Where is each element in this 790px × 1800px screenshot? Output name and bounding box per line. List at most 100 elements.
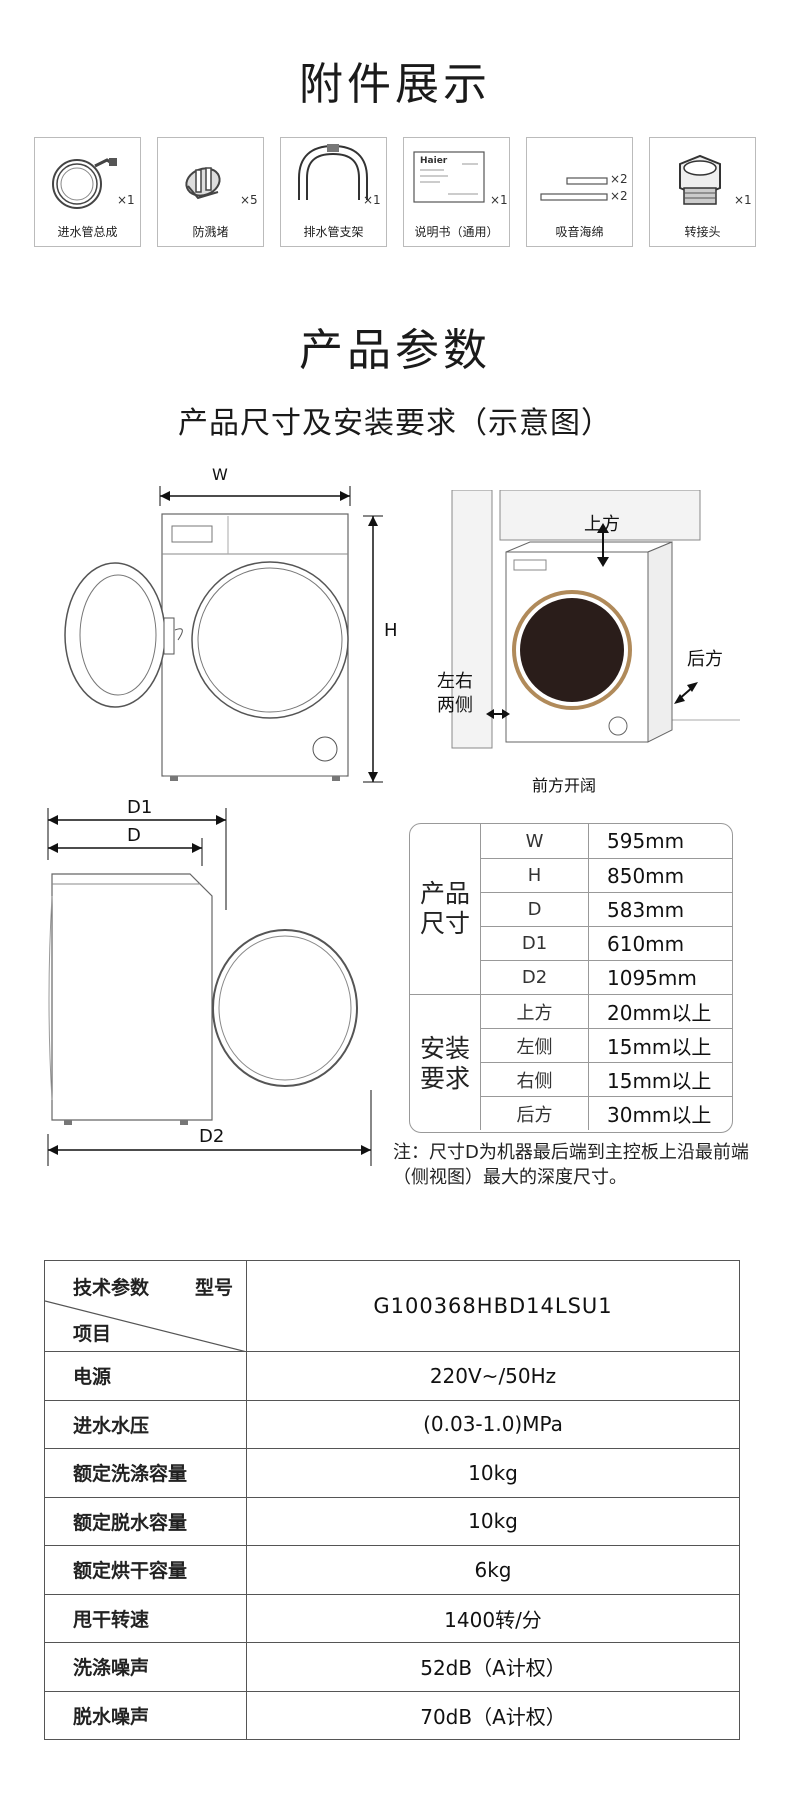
install-key: 上方 [480,995,589,1028]
spec-row: 进水水压 (0.03-1.0)MPa [44,1399,740,1449]
dim-w-label: W [212,465,228,484]
accessory-label: 转接头 [684,225,721,239]
spec-header-item: 项目 [73,1323,112,1345]
install-key: 左侧 [480,1029,589,1062]
install-row: 左侧 15mm以上 [480,1028,732,1062]
spec-row: 甩干转速 1400转/分 [44,1593,740,1643]
accessory-item-manual: Haier ×1 说明书（通用） [403,137,510,247]
params-subtitle: 产品尺寸及安装要求（示意图） [178,406,612,441]
accessory-item-adapter: ×1 转接头 [649,137,756,247]
dim-d2-label: D2 [199,1126,225,1147]
plug-icon [185,167,221,200]
spec-value: 52dB（A计权） [246,1642,740,1692]
accessory-label: 说明书（通用） [414,225,499,239]
accessory-item-pipe-bracket: ×1 排水管支架 [280,137,387,247]
dim-key: D [480,893,589,926]
dimension-note: 注：尺寸D为机器最后端到主控板上沿最前端（侧视图）最大的深度尺寸。 [393,1142,749,1188]
accessory-label: 进水管总成 [57,225,118,239]
install-key: 右侧 [480,1063,589,1096]
install-row: 后方 30mm以上 [480,1096,732,1130]
dim-key: H [480,859,589,892]
spec-name: 洗涤噪声 [44,1642,247,1692]
dim-d-label: D [127,825,141,846]
spec-header-model: 型号 [195,1277,234,1299]
dim-row: D1 610mm [480,926,732,960]
spec-name: 额定烘干容量 [44,1545,247,1595]
dim-value: 595mm [607,829,685,853]
sponge-icon [540,177,608,201]
install-row: 右侧 15mm以上 [480,1062,732,1096]
space-top-label: 上方 [584,514,620,535]
product-size-category: 产品 尺寸 [419,879,470,938]
install-req-category: 安装 要求 [410,994,480,1132]
accessory-label: 排水管支架 [303,225,364,239]
spec-name: 甩干转速 [44,1593,247,1643]
dim-value: 1095mm [607,965,697,990]
install-value: 30mm以上 [607,1103,712,1127]
spec-row: 脱水噪声 70dB（A计权） [44,1690,740,1740]
install-value: 15mm以上 [607,1069,712,1093]
accessory-qty: ×2 [610,172,628,186]
spec-name: 脱水噪声 [44,1690,247,1740]
spec-name: 额定洗涤容量 [44,1448,247,1498]
accessories-row: ×1 进水管总成 ×5 防溅堵 ×1 排水管支架 Hai [34,137,756,249]
accessory-item-plug: ×5 防溅堵 [157,137,264,247]
dimensions-table: 产品 尺寸 安装 要求 W 595mm H 850mm D 583mm D1 6… [409,823,733,1133]
hose-icon [52,158,117,209]
accessory-item-hose: ×1 进水管总成 [34,137,141,247]
dim-row: H 850mm [480,858,732,892]
accessory-qty: ×5 [240,193,258,207]
spec-value: 6kg [246,1545,740,1595]
spec-row: 额定脱水容量 10kg [44,1496,740,1546]
accessory-qty: ×1 [490,193,508,207]
spec-row: 电源 220V~/50Hz [44,1351,740,1401]
spec-header-left: 技术参数 [73,1277,150,1299]
accessories-title: 附件展示 [299,59,491,110]
spec-value: 10kg [246,1496,740,1546]
dim-h-label: H [384,620,398,641]
dim-key: D1 [480,927,589,960]
adapter-icon [679,154,721,205]
params-title: 产品参数 [299,325,491,376]
spec-value: 220V~/50Hz [246,1351,740,1401]
spec-value: 1400转/分 [246,1593,740,1643]
dim-value: 850mm [607,863,685,888]
accessory-qty: ×1 [734,193,752,207]
dim-row: W 595mm [480,824,732,858]
dim-value: 610mm [607,931,685,956]
pipe-bracket-icon [298,144,368,200]
dim-key: W [480,824,589,858]
install-value: 20mm以上 [607,1001,712,1025]
spec-name: 额定脱水容量 [44,1496,247,1546]
install-space-diagram [451,490,740,749]
model-number: G100368HBD14LSU1 [246,1260,740,1352]
accessory-label: 吸音海绵 [555,225,604,239]
install-row: 上方 20mm以上 [480,994,732,1028]
dim-row: D 583mm [480,892,732,926]
accessory-qty: ×2 [610,189,628,203]
spec-name: 电源 [44,1351,247,1401]
spec-value: 10kg [246,1448,740,1498]
side-view-diagram [47,808,372,1166]
haier-logo: Haier [420,156,448,166]
front-view-diagram [64,486,383,783]
manual-icon [413,151,485,203]
install-key: 后方 [480,1097,589,1130]
spec-value: (0.03-1.0)MPa [246,1399,740,1449]
spec-table: 技术参数 型号 项目 G100368HBD14LSU1 电源 220V~/50H… [44,1260,740,1740]
space-front-label: 前方开阔 [532,776,597,795]
dim-row: D2 1095mm [480,960,732,994]
dim-key: D2 [480,961,589,994]
space-back-label: 后方 [687,649,723,670]
accessory-qty: ×1 [117,193,135,207]
accessory-item-sponge: ×2 ×2 吸音海绵 [526,137,633,247]
space-sides-label: 左右 两侧 [437,671,473,716]
install-value: 15mm以上 [607,1035,712,1059]
spec-value: 70dB（A计权） [246,1690,740,1740]
accessory-qty: ×1 [363,193,381,207]
dim-value: 583mm [607,897,685,922]
spec-row: 额定烘干容量 6kg [44,1545,740,1595]
diagonal-divider [45,1300,247,1352]
accessory-label: 防溅堵 [192,225,229,239]
spec-name: 进水水压 [44,1399,247,1449]
